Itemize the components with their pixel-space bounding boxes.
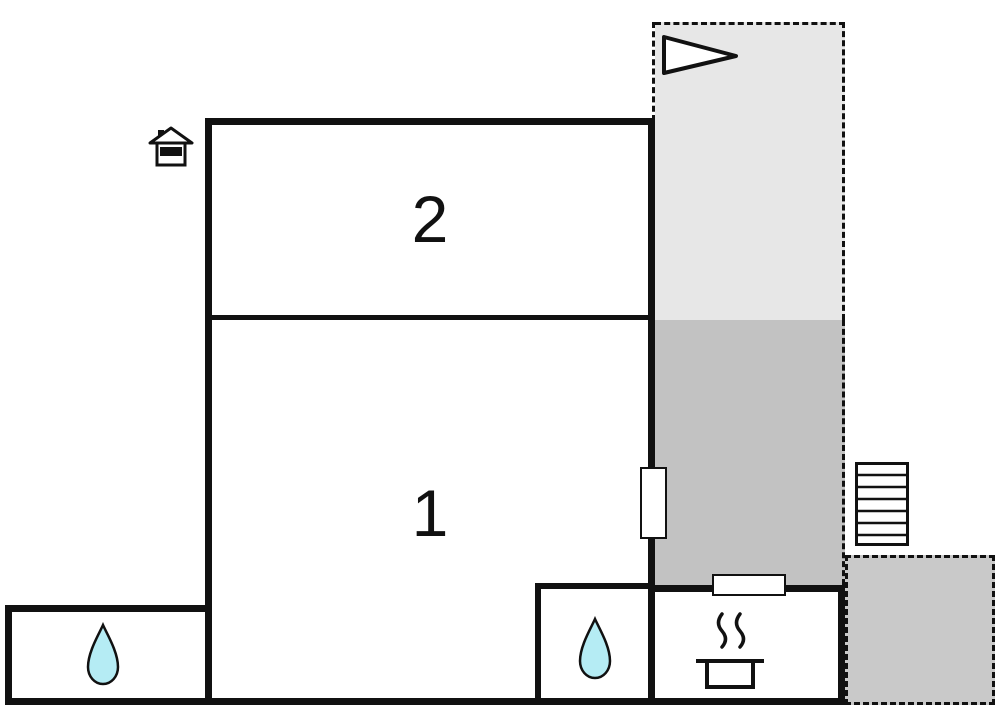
water-drop-icon — [84, 621, 122, 693]
stairs-icon — [855, 462, 909, 551]
door-kitchen-terrace — [712, 574, 786, 596]
water-drop-icon — [576, 615, 614, 687]
room-2 — [205, 118, 655, 320]
door-living-terrace — [640, 467, 667, 539]
interior-wall-vertical — [535, 583, 541, 705]
room-1 — [205, 320, 655, 705]
house-icon — [148, 126, 194, 175]
terrace-upper — [655, 22, 845, 320]
terrace-upper-left-dashed-border — [652, 22, 655, 121]
patio — [845, 555, 995, 705]
interior-wall-horizontal — [535, 583, 655, 589]
terrace-lower — [655, 320, 845, 585]
flag-pennant-icon — [658, 32, 742, 85]
cooking-pot-icon — [688, 606, 772, 701]
